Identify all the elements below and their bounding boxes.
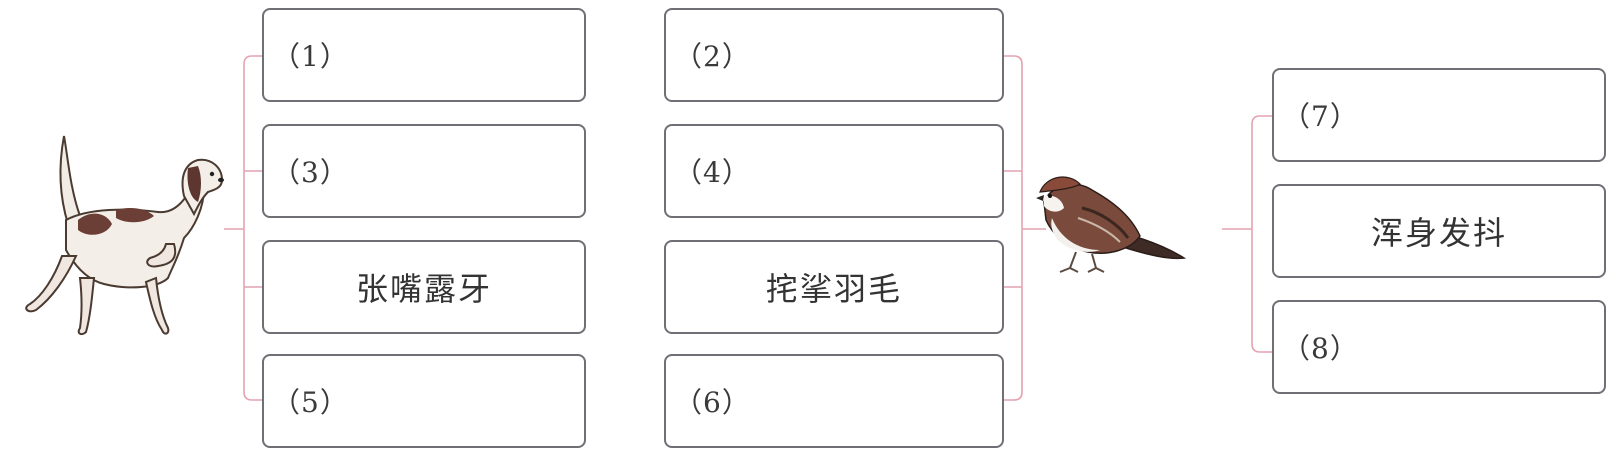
box-label: （7） xyxy=(1282,100,1359,133)
middle-box-2[interactable]: （2） xyxy=(664,8,1004,102)
bird-box-7[interactable]: （7） xyxy=(1272,68,1606,162)
middle-box-filled: 挓挲羽毛 xyxy=(664,240,1004,334)
box-label: （5） xyxy=(272,386,349,419)
middle-box-6[interactable]: （6） xyxy=(664,354,1004,448)
dog-illustration xyxy=(25,135,224,336)
middle-box-4[interactable]: （4） xyxy=(664,124,1004,218)
sparrow-illustration xyxy=(1036,176,1187,273)
dog-box-1[interactable]: （1） xyxy=(262,8,586,102)
box-label: （6） xyxy=(674,386,751,419)
box-text: 挓挲羽毛 xyxy=(765,270,902,308)
box-label: （4） xyxy=(674,156,751,189)
dog-box-filled: 张嘴露牙 xyxy=(262,240,586,334)
box-label: （8） xyxy=(1282,332,1359,365)
box-label: （2） xyxy=(674,40,751,73)
bird-box-8[interactable]: （8） xyxy=(1272,300,1606,394)
bird-box-filled: 浑身发抖 xyxy=(1272,184,1606,278)
box-text: 张嘴露牙 xyxy=(355,270,492,308)
box-label: （3） xyxy=(272,156,349,189)
dog-box-3[interactable]: （3） xyxy=(262,124,586,218)
box-text: 浑身发抖 xyxy=(1370,214,1507,252)
dog-box-5[interactable]: （5） xyxy=(262,354,586,448)
box-label: （1） xyxy=(272,40,349,73)
